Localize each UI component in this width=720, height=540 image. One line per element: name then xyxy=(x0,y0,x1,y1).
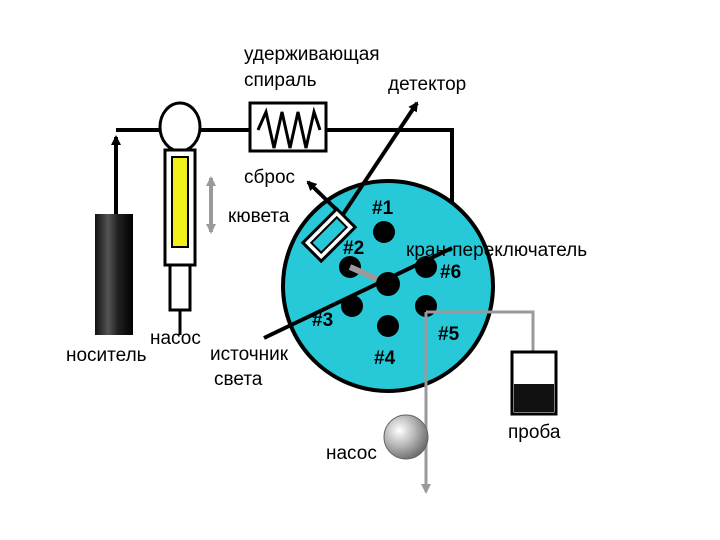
rotor-center xyxy=(376,272,400,296)
port-label-1: #1 xyxy=(372,198,394,219)
port-6 xyxy=(415,256,437,278)
port-1 xyxy=(373,221,395,243)
port-4 xyxy=(377,315,399,337)
label-valve: кран-переключатель xyxy=(406,240,587,261)
left-pump xyxy=(158,101,202,335)
bottom-pump xyxy=(383,414,429,460)
port-label-2: #2 xyxy=(343,238,364,259)
sample-vessel xyxy=(510,350,558,416)
label-pump-left: насос xyxy=(150,328,201,349)
port-3 xyxy=(341,295,363,317)
label-light-source-2: света xyxy=(214,369,263,390)
port-label-4: #4 xyxy=(374,348,396,369)
label-waste: сброс xyxy=(244,167,295,188)
label-light-source-1: источник xyxy=(210,344,289,365)
label-holding-coil-2: спираль xyxy=(244,70,317,91)
holding-coil xyxy=(248,101,328,153)
port-label-3: #3 xyxy=(312,310,333,331)
label-holding-coil-1: удерживающая xyxy=(244,44,380,65)
port-label-5: #5 xyxy=(438,324,460,345)
label-detector: детектор xyxy=(388,74,466,95)
label-pump-bottom: насос xyxy=(326,443,377,464)
cuvette xyxy=(300,206,358,264)
label-carrier: носитель xyxy=(66,345,147,366)
waste-arrow xyxy=(306,180,342,215)
label-sample: проба xyxy=(508,422,561,443)
label-cuvette: кювета xyxy=(228,206,290,227)
carrier-reservoir xyxy=(95,214,133,335)
port-label-6: #6 xyxy=(440,262,461,283)
